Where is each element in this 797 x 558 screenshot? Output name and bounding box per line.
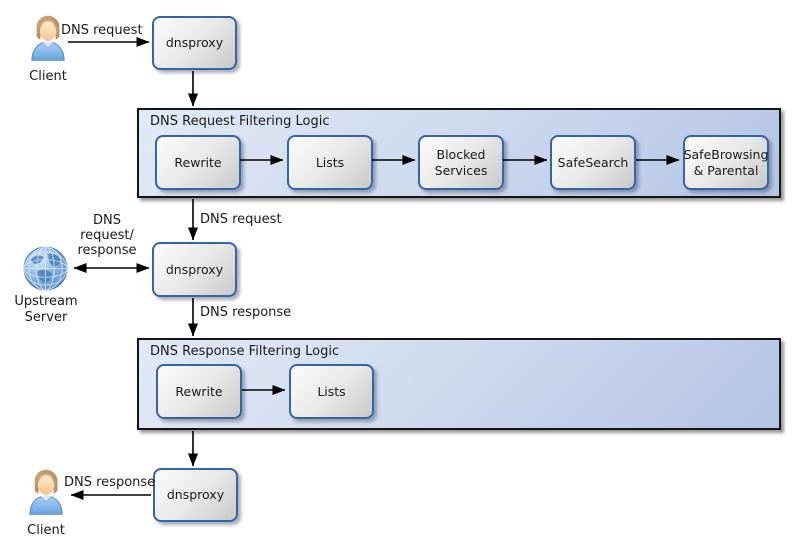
resp-lists-label: Lists xyxy=(317,383,346,399)
dnsproxy-middle-label: dnsproxy xyxy=(165,261,224,277)
dns-response-filtering-title: DNS Response Filtering Logic xyxy=(150,344,340,359)
client-icon xyxy=(29,469,63,515)
client-icon xyxy=(31,15,65,61)
edge-label-dns-response-middle: DNS response xyxy=(200,305,292,320)
dnsproxy-top-label: dnsproxy xyxy=(165,35,224,51)
req-blocked-services-label: Blocked Services xyxy=(434,146,488,178)
dns-request-filtering-container: DNS Request Filtering Logic Rewrite List… xyxy=(137,108,781,198)
upstream-edge-label-line1: DNS xyxy=(93,213,121,228)
dnsproxy-top-node: dnsproxy xyxy=(152,16,237,70)
client-top-label: Client xyxy=(29,69,67,84)
req-safesearch-node: SafeSearch xyxy=(550,135,636,190)
resp-rewrite-label: Rewrite xyxy=(175,383,223,399)
client-bottom-label: Client xyxy=(27,523,65,538)
upstream-server-label-line1: Upstream xyxy=(14,294,78,309)
edge-label-dns-request-middle: DNS request xyxy=(200,212,282,227)
req-lists-label: Lists xyxy=(315,154,345,170)
upstream-edge-label-line2: request/ xyxy=(80,228,134,243)
req-safebrowsing-node: SafeBrowsing & Parental xyxy=(683,135,769,190)
edge-label-dns-request-top: DNS request xyxy=(61,23,143,38)
req-lists-node: Lists xyxy=(287,135,373,190)
upstream-edge-label-line3: response xyxy=(77,243,137,258)
upstream-server-label-line2: Server xyxy=(24,310,68,325)
resp-lists-node: Lists xyxy=(289,364,374,419)
req-blocked-services-node: Blocked Services xyxy=(418,135,504,190)
dns-response-filtering-container: DNS Response Filtering Logic Rewrite Lis… xyxy=(137,338,781,430)
edge-label-dns-response-bottom: DNS response xyxy=(64,475,156,490)
upstream-server-label: Upstream Server xyxy=(5,294,87,326)
dns-request-filtering-title: DNS Request Filtering Logic xyxy=(150,114,330,129)
upstream-server-globe-icon xyxy=(23,246,68,291)
edge-label-upstream-request-response: DNS request/ response xyxy=(66,213,148,258)
req-rewrite-label: Rewrite xyxy=(174,154,222,170)
resp-rewrite-node: Rewrite xyxy=(156,364,242,419)
dnsproxy-bottom-label: dnsproxy xyxy=(166,487,225,503)
dnsproxy-middle-node: dnsproxy xyxy=(152,242,237,297)
req-safesearch-label: SafeSearch xyxy=(557,154,629,170)
dnsproxy-bottom-node: dnsproxy xyxy=(153,468,238,522)
req-rewrite-node: Rewrite xyxy=(155,135,241,190)
req-safebrowsing-label: SafeBrowsing & Parental xyxy=(683,146,769,178)
